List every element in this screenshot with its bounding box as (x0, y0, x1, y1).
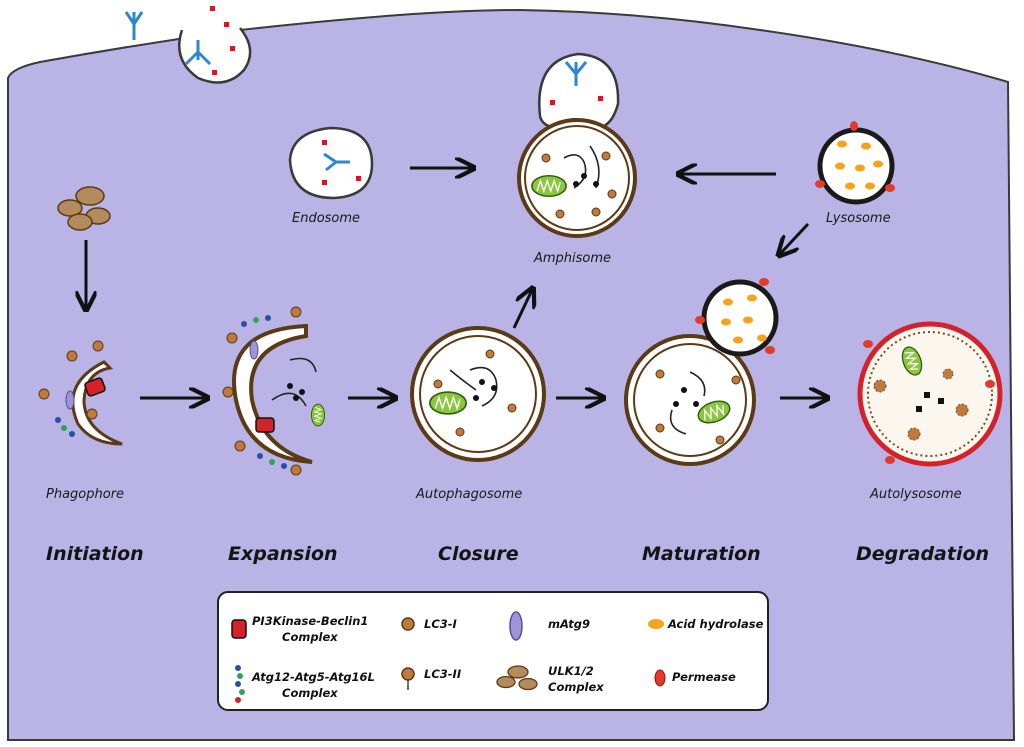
legend-lc3ii: LC3-II (424, 667, 462, 681)
autophagosome (410, 326, 546, 462)
lc3ii-icon (401, 667, 415, 690)
matg9-icon (509, 611, 523, 641)
legend: PI3Kinase-Beclin1 Complex Atg12-Atg5-Atg… (217, 591, 769, 711)
expanding-phagophore (222, 306, 326, 476)
lc3-icon (401, 617, 415, 631)
phagophore (38, 340, 123, 446)
stage-expansion: Expansion (228, 543, 338, 565)
endocytic-vesicle (178, 6, 252, 84)
legend-pi3k-line1: PI3Kinase-Beclin1 (252, 614, 368, 628)
amphisome (517, 52, 637, 238)
legend-ulk-line1: ULK1/2 (548, 664, 594, 678)
legend-permease: Permease (672, 670, 736, 684)
legend-lc3i: LC3-I (424, 617, 458, 631)
receptor-icon (124, 11, 144, 40)
atg-complex-icon (235, 665, 245, 703)
stage-maturation: Maturation (642, 543, 761, 565)
stage-degradation: Degradation (856, 543, 989, 565)
label-lysosome: Lysosome (826, 211, 891, 226)
label-phagophore: Phagophore (46, 487, 124, 502)
label-amphisome: Amphisome (533, 251, 611, 266)
ulk-complex-icon (57, 186, 111, 231)
pi3k-complex-icon (231, 619, 247, 639)
lysosome (815, 121, 895, 205)
label-endosome: Endosome (292, 211, 360, 226)
maturing-autophagosome (624, 278, 779, 466)
legend-ulk-icon (496, 665, 538, 691)
label-autolysosome: Autolysosome (869, 487, 962, 502)
endosome (288, 126, 374, 200)
arrow-icon (86, 168, 826, 398)
legend-pi3k-line2: Complex (282, 630, 338, 644)
legend-ulk-line2: Complex (548, 680, 604, 694)
acid-hydrolase-icon (648, 619, 664, 629)
permease-icon (654, 669, 666, 687)
legend-matg9: mAtg9 (548, 617, 590, 631)
legend-atg-line2: Complex (282, 686, 338, 700)
legend-acid-hydrolase: Acid hydrolase (667, 617, 764, 631)
stage-initiation: Initiation (46, 543, 144, 565)
stage-closure: Closure (438, 543, 519, 565)
autolysosome (857, 321, 1003, 467)
legend-atg-line1: Atg12-Atg5-Atg16L (251, 670, 375, 684)
label-autophagosome: Autophagosome (415, 487, 522, 502)
